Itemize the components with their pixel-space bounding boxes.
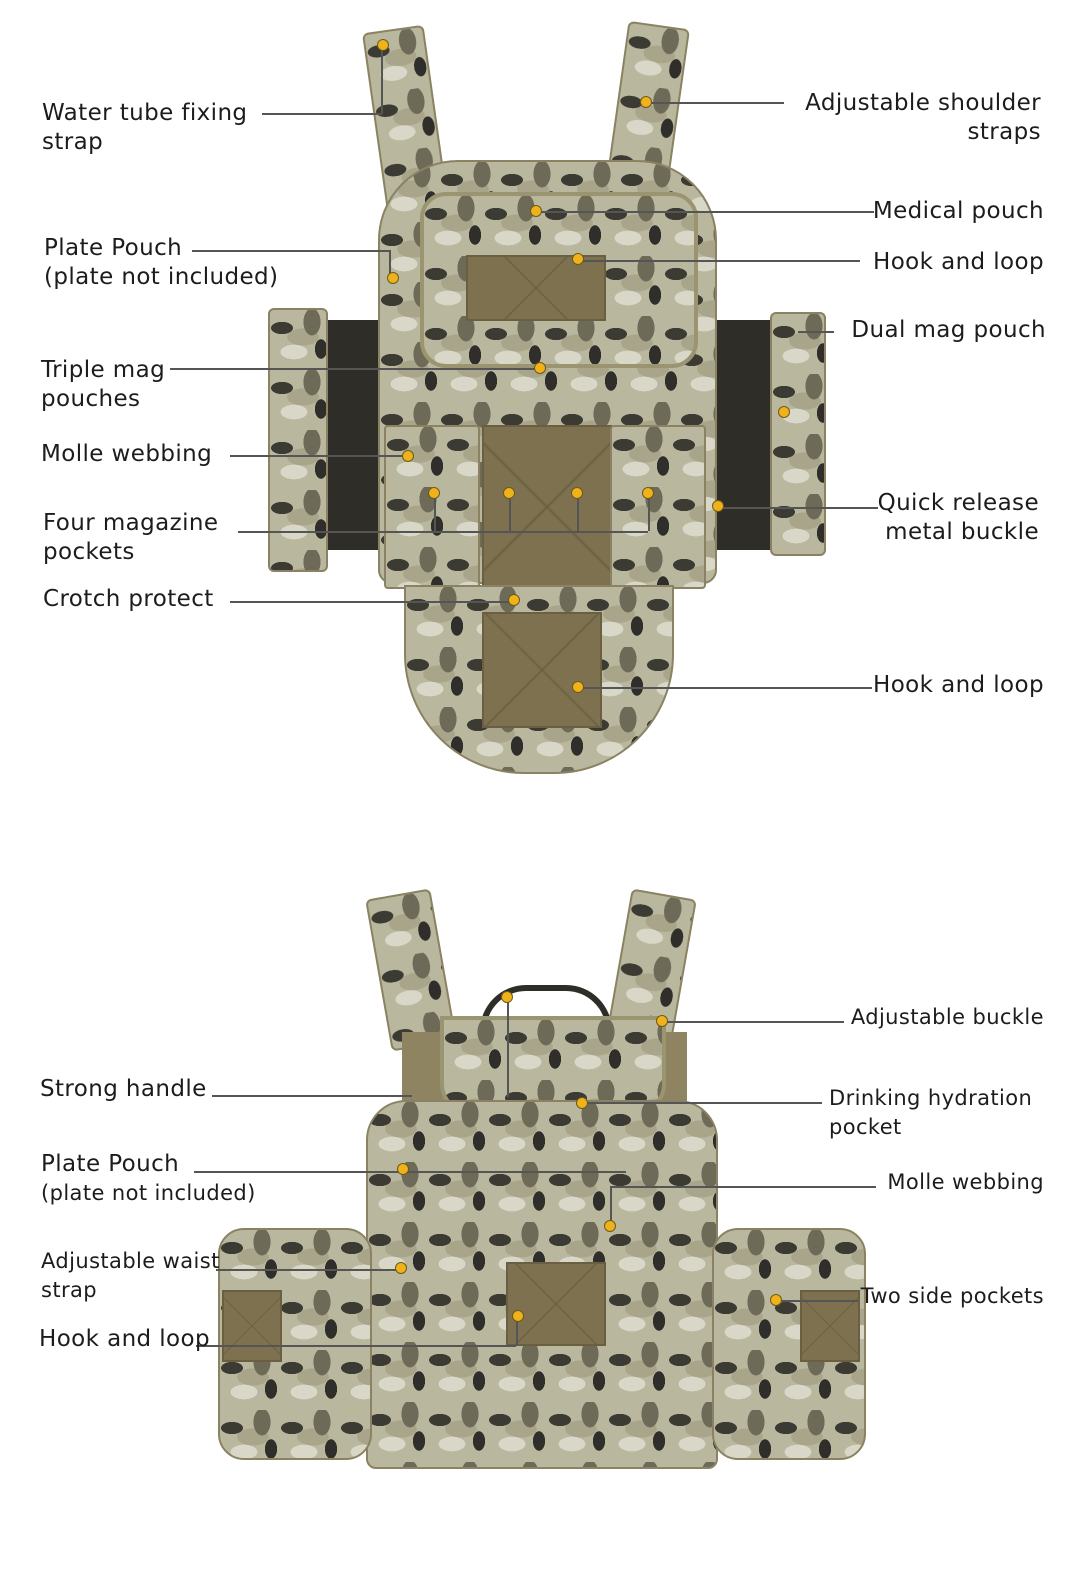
- marker-dot: [530, 205, 542, 217]
- leader-line: [648, 493, 650, 531]
- leader-line: [536, 211, 874, 213]
- label-strong-handle: Strong handle: [40, 1076, 207, 1102]
- marker-dot: [534, 362, 546, 374]
- leader-line: [216, 1269, 402, 1271]
- marker-dot: [572, 681, 584, 693]
- leader-line: [509, 493, 511, 531]
- marker-dot: [508, 594, 520, 606]
- leader-line: [648, 102, 784, 104]
- label-quick-release-metal-buckle: Quick release metal buckle: [877, 490, 1039, 545]
- marker-dot: [428, 487, 440, 499]
- leader-line: [381, 45, 383, 114]
- label-four-magazine-pockets: Four magazine pockets: [43, 510, 219, 565]
- leader-line: [389, 250, 391, 278]
- front-mag-pouch-left: [384, 425, 480, 589]
- label-crotch-protect: Crotch protect: [43, 586, 214, 612]
- marker-dot: [512, 1310, 524, 1322]
- marker-dot: [656, 1015, 668, 1027]
- marker-dot: [576, 1097, 588, 1109]
- marker-dot: [571, 487, 583, 499]
- front-hook-and-loop-panel: [466, 255, 606, 321]
- back-left-pocket-hook-and-loop: [222, 1290, 282, 1362]
- label-dual-mag-pouch: Dual mag pouch: [851, 317, 1046, 343]
- marker-dot: [377, 39, 389, 51]
- label-hook-and-loop-top: Hook and loop: [873, 249, 1044, 275]
- label-adjustable-buckle: Adjustable buckle: [850, 1005, 1044, 1029]
- leader-line: [238, 531, 648, 533]
- label-molle-webbing-back: Molle webbing: [887, 1170, 1044, 1194]
- marker-dot: [712, 500, 724, 512]
- leader-line: [612, 1186, 876, 1188]
- front-mag-pouch-right: [610, 425, 706, 589]
- leader-line: [578, 260, 860, 262]
- leader-line: [212, 1095, 412, 1097]
- marker-dot: [642, 487, 654, 499]
- leader-line: [776, 1300, 858, 1302]
- leader-line: [170, 368, 540, 370]
- marker-dot: [503, 487, 515, 499]
- back-hook-and-loop-panel: [506, 1262, 606, 1346]
- leader-line: [434, 493, 436, 531]
- marker-dot: [402, 450, 414, 462]
- front-right-side-pouch: [770, 312, 826, 556]
- label-drinking-hydration-pocket: Drinking hydration pocket: [829, 1086, 1033, 1139]
- label-two-side-pockets: Two side pockets: [860, 1284, 1044, 1308]
- leader-line: [194, 1171, 626, 1173]
- leader-line: [230, 455, 408, 457]
- front-left-side-pouch: [268, 308, 328, 572]
- marker-dot: [778, 406, 790, 418]
- marker-dot: [572, 253, 584, 265]
- label-medical-pouch: Medical pouch: [872, 198, 1044, 224]
- label-molle-webbing: Molle webbing: [41, 441, 213, 467]
- leader-line: [230, 601, 514, 603]
- label-hook-and-loop-bottom: Hook and loop: [873, 672, 1044, 698]
- leader-line: [582, 1102, 822, 1104]
- label-adjustable-waist-strap: Adjustable waist strap: [41, 1249, 220, 1302]
- marker-dot: [501, 991, 513, 1003]
- leader-line: [718, 507, 878, 509]
- leader-line: [662, 1021, 844, 1023]
- label-triple-mag-pouches: Triple mag pouches: [41, 357, 166, 412]
- label-plate-pouch: Plate Pouch (plate not included): [44, 235, 279, 290]
- back-hydration-flap: [440, 1016, 666, 1114]
- label-plate-pouch-back: Plate Pouch (plate not included): [41, 1151, 256, 1205]
- leader-line: [578, 687, 872, 689]
- leader-line: [610, 1186, 612, 1226]
- front-mag-pouch-center: [482, 425, 612, 589]
- back-right-pocket-hook-and-loop: [800, 1290, 860, 1362]
- leader-line: [262, 113, 382, 115]
- label-hook-and-loop-back: Hook and loop: [39, 1326, 210, 1352]
- marker-dot: [387, 272, 399, 284]
- leader-line: [798, 331, 834, 333]
- front-crotch-hook-and-loop: [482, 612, 602, 728]
- leader-line: [507, 997, 509, 1097]
- marker-dot: [640, 96, 652, 108]
- marker-dot: [604, 1220, 616, 1232]
- label-adjustable-shoulder-straps: Adjustable shoulder straps: [805, 90, 1041, 145]
- leader-line: [516, 1316, 518, 1346]
- marker-dot: [397, 1163, 409, 1175]
- leader-line: [196, 1345, 516, 1347]
- leader-line: [577, 493, 579, 531]
- marker-dot: [770, 1294, 782, 1306]
- leader-line: [192, 250, 390, 252]
- marker-dot: [395, 1262, 407, 1274]
- label-water-tube-fixing-strap: Water tube fixing strap: [42, 100, 248, 155]
